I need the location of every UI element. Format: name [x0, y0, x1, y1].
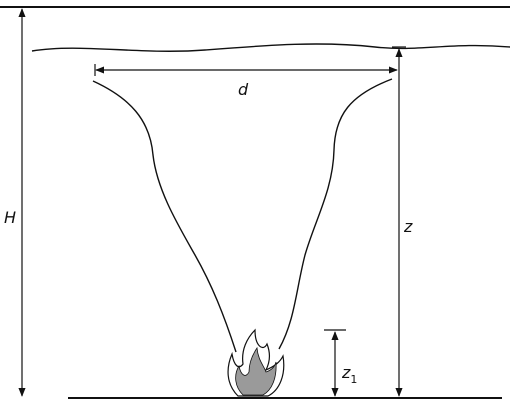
- plume-right-boundary: [278, 78, 393, 350]
- flame-inner: [235, 346, 277, 396]
- ceiling-height-label: H: [4, 208, 16, 227]
- interface-height-label: z: [403, 217, 413, 236]
- flame-height-label: z1: [341, 363, 357, 386]
- plume-width-label: d: [238, 80, 249, 99]
- plume-left-boundary: [92, 80, 237, 353]
- smoke-layer-interface: [31, 43, 510, 52]
